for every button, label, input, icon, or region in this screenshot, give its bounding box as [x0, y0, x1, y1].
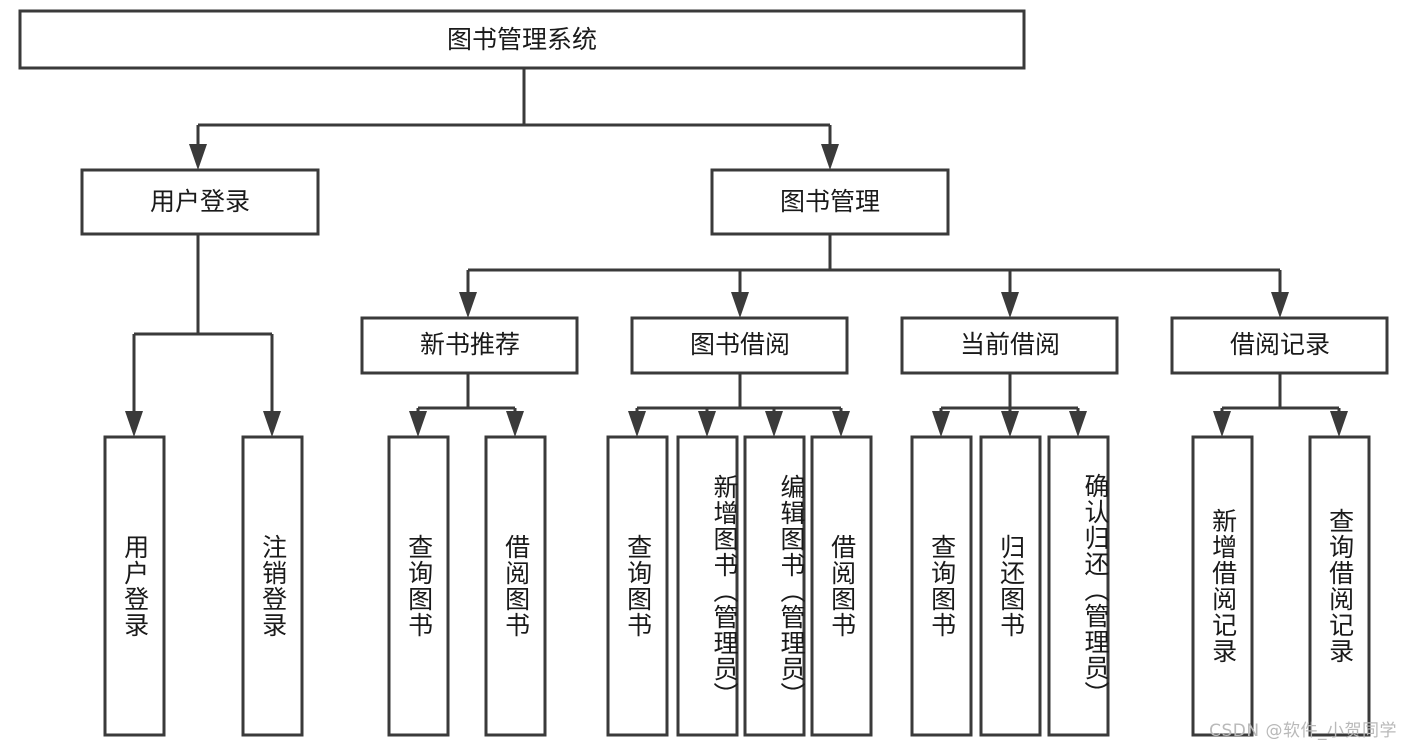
leaf-box-br-query-record[interactable]	[1308, 435, 1371, 737]
node-new-book-recommend[interactable]: 新书推荐	[360, 316, 579, 375]
node-book-manage-label: 图书管理	[780, 187, 880, 216]
arrowhead-br-query-record	[1330, 411, 1348, 437]
node-borrow-record[interactable]: 借阅记录	[1170, 316, 1389, 375]
node-new-book-recommend-box[interactable]	[360, 316, 579, 375]
node-user-login-label: 用户登录	[150, 187, 250, 216]
leaf-boxes-new-book-recommend	[387, 435, 547, 737]
arrowhead-leaf-user-login	[125, 411, 143, 437]
arrowhead-bb-query-book	[628, 411, 646, 437]
node-book-manage[interactable]: 图书管理	[710, 168, 950, 236]
leaf-box-bb-edit-book[interactable]	[743, 435, 806, 737]
arrowhead-borrow-record	[1271, 292, 1289, 318]
arrowhead-bb-edit-book	[765, 411, 783, 437]
edges-borrow-record-to-leaves	[1213, 373, 1348, 437]
arrowhead-bb-add-book	[698, 411, 716, 437]
leaf-box-cb-query-book[interactable]	[910, 435, 973, 737]
leaf-box-bb-borrow-book[interactable]	[810, 435, 873, 737]
arrowhead-nb-borrow-book	[506, 411, 524, 437]
arrowhead-nb-query-book	[409, 411, 427, 437]
node-root[interactable]: 图书管理系统	[18, 9, 1026, 70]
arrowhead-leaf-logout	[263, 411, 281, 437]
node-user-login[interactable]: 用户登录	[80, 168, 320, 236]
arrowhead-user-login	[189, 144, 207, 170]
edges-current-borrow-to-leaves	[932, 373, 1087, 437]
node-book-borrow[interactable]: 图书借阅	[630, 316, 849, 375]
edges-user-login-to-leaves	[125, 235, 281, 437]
leaf-box-bb-query-book[interactable]	[606, 435, 669, 737]
arrowhead-current-borrow	[1001, 292, 1019, 318]
leaf-box-cb-confirm-return[interactable]	[1047, 435, 1110, 737]
leaf-boxes-book-borrow	[606, 435, 873, 737]
arrowhead-book-borrow	[731, 292, 749, 318]
arrowhead-cb-query-book	[932, 411, 950, 437]
arrowhead-cb-return-book	[1001, 411, 1019, 437]
node-book-manage-box[interactable]	[710, 168, 950, 236]
node-new-book-recommend-label: 新书推荐	[420, 330, 520, 359]
edges-book-borrow-to-leaves	[628, 373, 850, 437]
arrowhead-cb-confirm-return	[1069, 411, 1087, 437]
leaf-box-user-login[interactable]	[103, 435, 166, 737]
arrowhead-br-add-record	[1213, 411, 1231, 437]
arrowhead-bb-borrow-book	[832, 411, 850, 437]
leaf-boxes-current-borrow	[910, 435, 1110, 737]
node-book-borrow-box[interactable]	[630, 316, 849, 375]
leaf-box-cb-return-book[interactable]	[979, 435, 1042, 737]
leaf-box-nb-borrow-book[interactable]	[484, 435, 547, 737]
node-current-borrow-label: 当前借阅	[960, 330, 1060, 359]
node-current-borrow-box[interactable]	[900, 316, 1119, 375]
edges-book-manage-to-level2	[459, 233, 1289, 318]
leaf-box-bb-add-book[interactable]	[676, 435, 739, 737]
arrowhead-book-manage	[821, 144, 839, 170]
edges-new-book-to-leaves	[409, 373, 524, 437]
leaf-box-logout[interactable]	[241, 435, 304, 737]
node-current-borrow[interactable]: 当前借阅	[900, 316, 1119, 375]
edges-root-to-level1	[189, 68, 839, 170]
node-user-login-box[interactable]	[80, 168, 320, 236]
node-root-box[interactable]	[18, 9, 1026, 70]
leaf-boxes-user-login	[103, 435, 304, 737]
node-book-borrow-label: 图书借阅	[690, 330, 790, 359]
arrowhead-new-book-recommend	[459, 292, 477, 318]
leaf-box-br-add-record[interactable]	[1191, 435, 1254, 737]
node-borrow-record-label: 借阅记录	[1230, 330, 1330, 359]
leaf-box-nb-query-book[interactable]	[387, 435, 450, 737]
node-root-label: 图书管理系统	[447, 25, 597, 54]
leaf-boxes-borrow-record	[1191, 435, 1371, 737]
node-borrow-record-box[interactable]	[1170, 316, 1389, 375]
watermark: CSDN @软件_小贺同学	[1209, 721, 1397, 741]
